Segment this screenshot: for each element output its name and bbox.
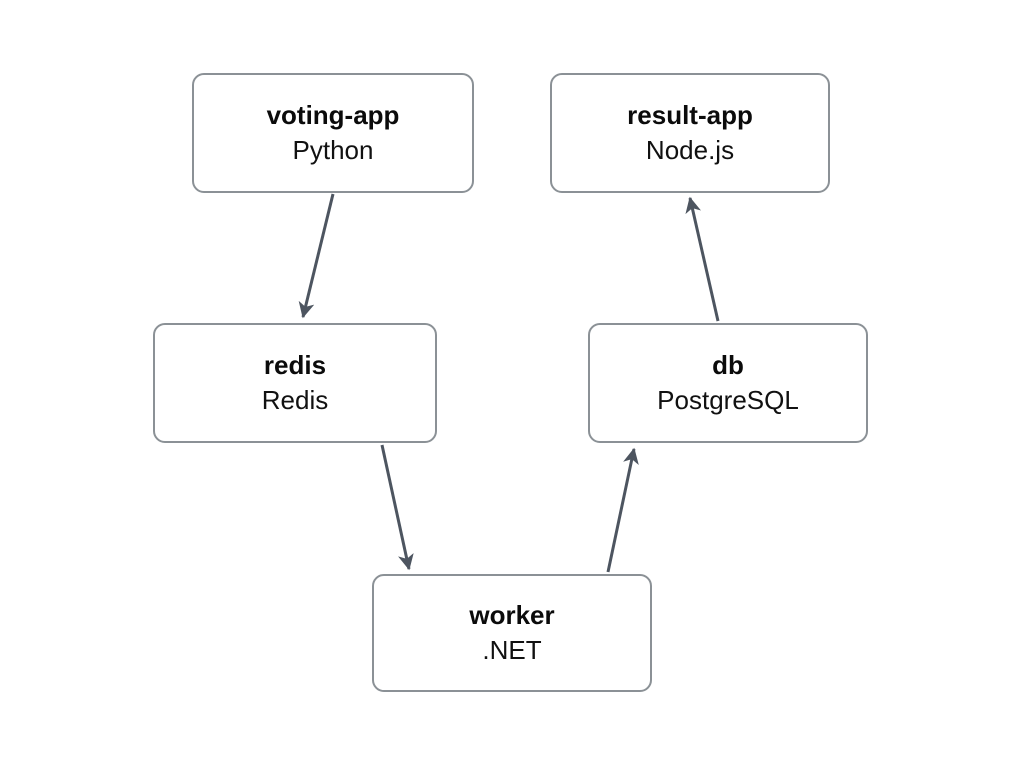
- edge-redis-to-worker: [380, 444, 414, 571]
- node-result-app: result-app Node.js: [550, 73, 830, 193]
- node-db: db PostgreSQL: [588, 323, 868, 443]
- node-voting-app-name: voting-app: [266, 100, 400, 131]
- edge-voting-app-to-redis: [298, 193, 335, 319]
- node-redis-tech: Redis: [261, 384, 329, 415]
- node-worker-name: worker: [469, 600, 555, 631]
- node-result-app-name: result-app: [627, 100, 753, 131]
- node-voting-app: voting-app Python: [192, 73, 474, 193]
- node-voting-app-tech: Python: [292, 134, 374, 165]
- node-worker: worker .NET: [372, 574, 652, 692]
- node-redis: redis Redis: [153, 323, 437, 443]
- node-result-app-tech: Node.js: [645, 134, 735, 165]
- edge-db-to-result-app: [685, 196, 720, 322]
- node-db-tech: PostgreSQL: [657, 384, 799, 415]
- node-worker-tech: .NET: [482, 634, 542, 665]
- node-redis-name: redis: [263, 350, 327, 381]
- node-db-name: db: [712, 350, 744, 381]
- edge-worker-to-db: [606, 447, 639, 573]
